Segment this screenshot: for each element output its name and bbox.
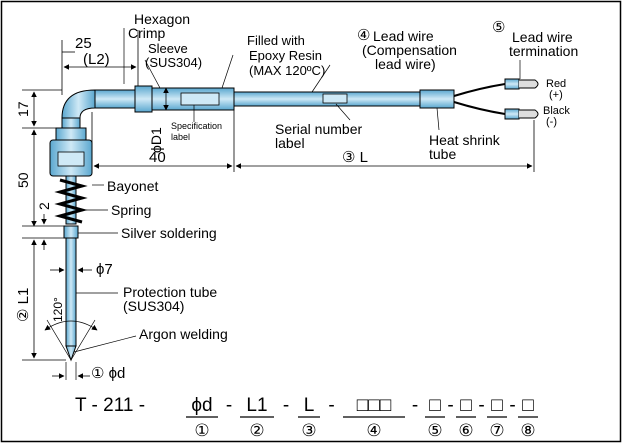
model-code: T - 211 - ϕd①-L1②-L③-□□□④-□⑤-□⑥-□⑦-□⑧ — [75, 395, 538, 440]
model-code-separator: - — [328, 395, 334, 416]
model-code-separator: - — [283, 395, 289, 416]
label-heat-shrink: Heat shrink — [429, 132, 501, 148]
label-red: Red — [546, 78, 566, 90]
dim-2: 2 — [36, 202, 52, 210]
dim-25: 25 — [75, 35, 92, 52]
elbow-tube — [61, 89, 96, 119]
horizontal-tube — [94, 89, 136, 109]
label-sleeve: Sleeve — [148, 41, 188, 56]
label-serial-number: Serial number — [275, 121, 362, 137]
model-code-part: □ — [522, 395, 534, 416]
label-lead-wire-num: ④ — [357, 27, 370, 44]
dim-l2: (L2) — [83, 51, 110, 68]
label-silver-soldering: Silver soldering — [121, 225, 217, 241]
model-code-part: L1 — [246, 395, 267, 416]
label-termination-num: ⑤ — [492, 19, 505, 36]
model-code-number: ⑦ — [489, 421, 504, 440]
silver-soldering-collar — [63, 225, 79, 239]
tube-tip — [65, 345, 77, 362]
label-black: Black — [543, 105, 570, 117]
dim-50: 50 — [15, 172, 31, 188]
label-protection-material: (SUS304) — [123, 298, 184, 314]
model-code-part: ϕd — [191, 395, 212, 416]
label-max-temp: (MAX 120ºC) — [249, 63, 325, 78]
model-code-part: □□□ — [357, 395, 392, 416]
label-argon-welding: Argon welding — [139, 326, 228, 342]
dim-40: 40 — [149, 149, 166, 166]
label-angle: 120° — [51, 297, 65, 322]
wire-red — [453, 83, 506, 97]
label-specification-2: label — [171, 132, 190, 142]
model-code-separator: - — [412, 395, 418, 416]
label-black-sign: (-) — [546, 116, 557, 128]
label-termination-2: termination — [509, 43, 578, 59]
label-phi7: ϕ7 — [96, 261, 113, 278]
dim-17: 17 — [15, 101, 31, 117]
serial-number-label-mark — [322, 93, 348, 104]
label-serial-number-2: label — [275, 135, 305, 151]
label-lead-wire-close: lead wire) — [375, 56, 436, 72]
label-lead-wire: Lead wire — [373, 28, 434, 44]
model-code-number: ③ — [301, 421, 316, 440]
label-epoxy-resin: Epoxy Resin — [249, 48, 322, 63]
model-code-number: ④ — [366, 421, 381, 440]
model-code-separator: - — [478, 395, 484, 416]
label-red-sign: (+) — [549, 89, 563, 101]
label-spring: Spring — [111, 202, 151, 218]
protection-tube — [65, 237, 77, 347]
spring — [54, 178, 88, 224]
model-code-part: □ — [460, 395, 472, 416]
model-code-part: L — [304, 395, 315, 416]
model-code-part: □ — [429, 395, 441, 416]
model-code-part: □ — [491, 395, 503, 416]
label-heat-shrink-2: tube — [429, 146, 456, 162]
dim-l1: ② L1 — [15, 288, 32, 322]
heat-shrink-tube — [419, 89, 455, 109]
specification-label-mark — [180, 92, 220, 106]
label-protection-tube: Protection tube — [123, 284, 217, 300]
label-phi-d: ① ϕd — [91, 365, 125, 382]
bayonet-top — [55, 127, 87, 141]
terminal-black — [504, 108, 520, 120]
label-termination-1: Lead wire — [512, 29, 573, 45]
label-hexagon: Hexagon — [134, 11, 190, 27]
dim-phi-d1: ϕD1 — [148, 127, 164, 153]
label-crimp: Crimp — [128, 25, 166, 41]
label-filled-with: Filled with — [247, 33, 305, 48]
model-code-number: ⑧ — [520, 421, 535, 440]
terminal-red — [504, 78, 520, 90]
model-code-separator: - — [509, 395, 515, 416]
dim-l: ③ L — [342, 149, 368, 166]
label-bayonet: Bayonet — [107, 178, 158, 194]
label-sleeve-material: (SUS304) — [145, 55, 202, 70]
hexagon-crimp — [134, 85, 153, 113]
label-compensation: (Compensation — [362, 42, 457, 58]
label-specification: Specification — [171, 121, 222, 131]
model-code-separator: - — [447, 395, 453, 416]
model-code-number: ⑥ — [458, 421, 473, 440]
model-code-number: ① — [194, 421, 209, 440]
model-code-number: ② — [249, 421, 264, 440]
model-code-number: ⑤ — [427, 421, 442, 440]
model-code-separator: - — [226, 395, 232, 416]
model-code-prefix: T - 211 - — [75, 395, 145, 416]
wire-black — [453, 101, 506, 115]
